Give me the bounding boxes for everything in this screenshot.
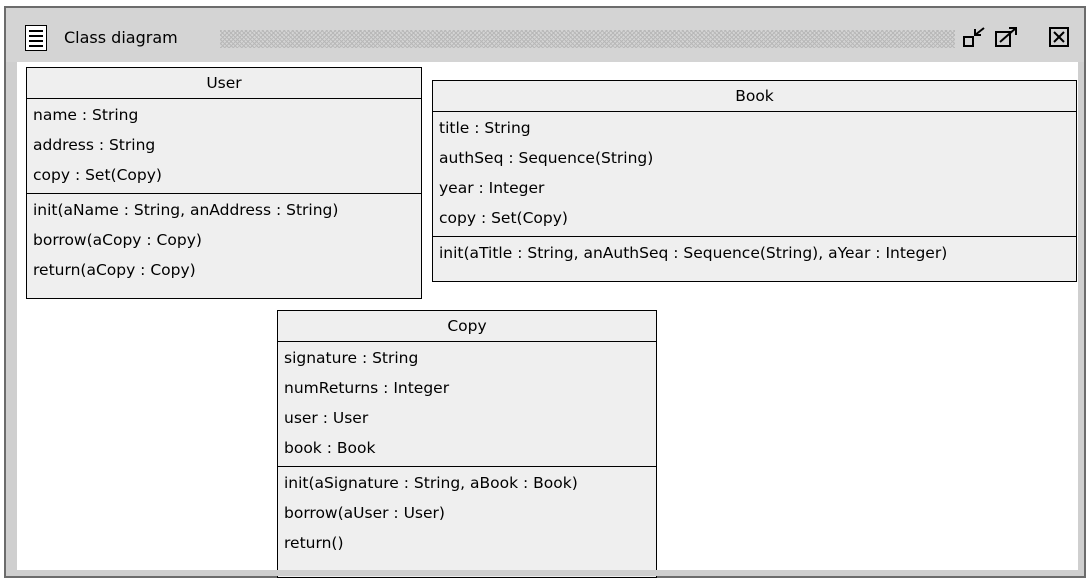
maximize-icon <box>995 27 1017 47</box>
maximize-button[interactable] <box>994 26 1020 50</box>
operation: init(aSignature : String, aBook : Book) <box>284 474 578 492</box>
operation: return(aCopy : Copy) <box>33 261 196 279</box>
attribute: title : String <box>439 119 531 137</box>
attribute: copy : Set(Copy) <box>33 166 162 184</box>
titlebar-grip <box>220 30 955 48</box>
close-icon <box>1049 27 1069 47</box>
window-bottom-edge <box>17 570 1078 576</box>
attribute: copy : Set(Copy) <box>439 209 568 227</box>
close-button[interactable] <box>1047 26 1073 50</box>
operation: init(aName : String, anAddress : String) <box>33 201 339 219</box>
attributes-compartment: signature : String numReturns : Integer … <box>278 342 656 467</box>
operation: return() <box>284 534 344 552</box>
attribute: address : String <box>33 136 156 154</box>
class-name: Book <box>433 81 1076 112</box>
class-user[interactable]: User name : String address : String copy… <box>26 67 422 299</box>
document-lines-icon[interactable] <box>25 25 47 51</box>
attribute: authSeq : Sequence(String) <box>439 149 654 167</box>
window-titlebar[interactable]: Class diagram <box>6 8 1084 62</box>
operations-compartment: init(aName : String, anAddress : String)… <box>27 194 421 288</box>
attribute: name : String <box>33 106 139 124</box>
attributes-compartment: name : String address : String copy : Se… <box>27 99 421 194</box>
minimize-button[interactable] <box>962 26 988 50</box>
operations-compartment: init(aSignature : String, aBook : Book) … <box>278 467 656 561</box>
class-book[interactable]: Book title : String authSeq : Sequence(S… <box>432 80 1077 282</box>
attribute: user : User <box>284 409 369 427</box>
operation: borrow(aUser : User) <box>284 504 445 522</box>
attribute: book : Book <box>284 439 376 457</box>
diagram-window: Class diagram User <box>4 6 1086 578</box>
attribute: signature : String <box>284 349 419 367</box>
operations-compartment: init(aTitle : String, anAuthSeq : Sequen… <box>433 237 1076 271</box>
operation: init(aTitle : String, anAuthSeq : Sequen… <box>439 244 948 262</box>
operation: borrow(aCopy : Copy) <box>33 231 202 249</box>
attributes-compartment: title : String authSeq : Sequence(String… <box>433 112 1076 237</box>
class-name: User <box>27 68 421 99</box>
minimize-icon <box>963 27 985 47</box>
attribute: year : Integer <box>439 179 545 197</box>
window-title: Class diagram <box>64 28 178 47</box>
class-copy[interactable]: Copy signature : String numReturns : Int… <box>277 310 657 578</box>
diagram-canvas[interactable]: User name : String address : String copy… <box>17 62 1078 578</box>
class-name: Copy <box>278 311 656 342</box>
attribute: numReturns : Integer <box>284 379 450 397</box>
